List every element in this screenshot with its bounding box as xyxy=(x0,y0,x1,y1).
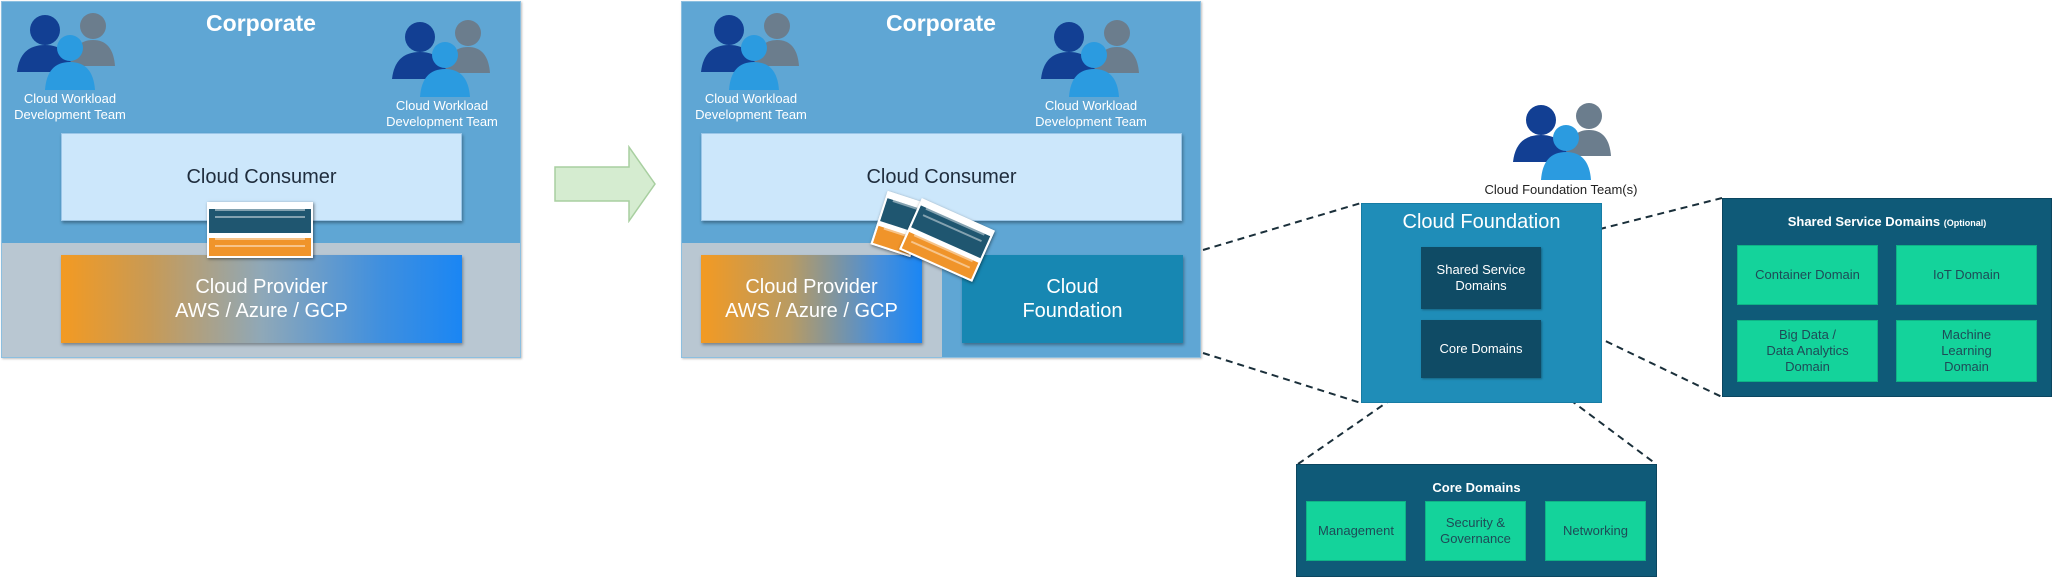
provider-line1-left: Cloud Provider xyxy=(195,276,328,298)
provider-line2-middle: AWS / Azure / GCP xyxy=(725,300,898,322)
container-domain: Container Domain xyxy=(1737,245,1878,305)
foundation-line1-middle: Cloud xyxy=(1046,276,1099,298)
foundation-team-icon xyxy=(1513,103,1611,180)
security-governance-domain: Security & Governance xyxy=(1425,501,1526,561)
corporate-title-left: Corporate xyxy=(206,10,316,36)
networking-domain-label: Networking xyxy=(1562,523,1629,538)
management-domain: Management xyxy=(1306,501,1406,561)
shared-service-domains-tile: Shared Service Domains xyxy=(1421,247,1541,309)
foundation-team-label: Cloud Foundation Team(s) xyxy=(1484,182,1638,197)
machine-learning-domain: Machine Learning Domain xyxy=(1896,320,2037,382)
core-panel-title: Core Domains xyxy=(1432,480,1521,495)
provider-line1-middle: Cloud Provider xyxy=(745,276,878,298)
machine-learning-domain-label: Machine Learning Domain xyxy=(1941,327,1992,374)
cloud-provider-left: Cloud Provider AWS / Azure / GCP xyxy=(61,255,462,343)
team-left-label: Cloud Workload Development Team xyxy=(14,91,126,122)
security-governance-domain-label: Security & Governance xyxy=(1440,515,1511,546)
team-left-icon xyxy=(17,13,115,90)
foundation-line2-middle: Foundation xyxy=(1022,300,1123,322)
shared-panel-title-text: Shared Service Domains xyxy=(1787,214,1941,229)
provider-line2-left: AWS / Azure / GCP xyxy=(175,300,348,322)
shared-service-domains-tile-label: Shared Service Domains xyxy=(1436,262,1526,293)
container-domain-label: Container Domain xyxy=(1755,267,1860,282)
team-middle-right-label: Cloud Workload Development Team xyxy=(1035,98,1147,129)
iot-domain: IoT Domain xyxy=(1896,245,2037,305)
cloud-foundation-title: Cloud Foundation xyxy=(1402,211,1561,233)
architecture-thumbnail-left xyxy=(207,202,313,258)
cloud-foundation-middle: Cloud Foundation xyxy=(962,255,1183,343)
big-data-domain-label: Big Data / Data Analytics Domain xyxy=(1766,327,1849,374)
team-right-icon xyxy=(392,20,490,97)
shared-panel-title: Shared Service Domains (Optional) xyxy=(1722,214,2052,229)
networking-domain: Networking xyxy=(1545,501,1646,561)
core-domains-tile-label: Core Domains xyxy=(1439,341,1523,356)
team-middle-left-icon xyxy=(701,13,799,90)
core-domains-tile: Core Domains xyxy=(1421,320,1541,378)
shared-panel-title-note: (Optional) xyxy=(1943,218,1987,228)
team-middle-right-icon xyxy=(1041,20,1139,97)
transition-arrow-icon xyxy=(554,145,656,223)
team-right-label: Cloud Workload Development Team xyxy=(386,98,498,129)
big-data-domain: Big Data / Data Analytics Domain xyxy=(1737,320,1878,382)
iot-domain-label: IoT Domain xyxy=(1933,267,2000,282)
team-middle-left-label: Cloud Workload Development Team xyxy=(695,91,807,122)
cloud-provider-middle: Cloud Provider AWS / Azure / GCP xyxy=(701,255,922,343)
management-domain-label: Management xyxy=(1318,523,1394,538)
corporate-title-middle: Corporate xyxy=(886,10,996,36)
